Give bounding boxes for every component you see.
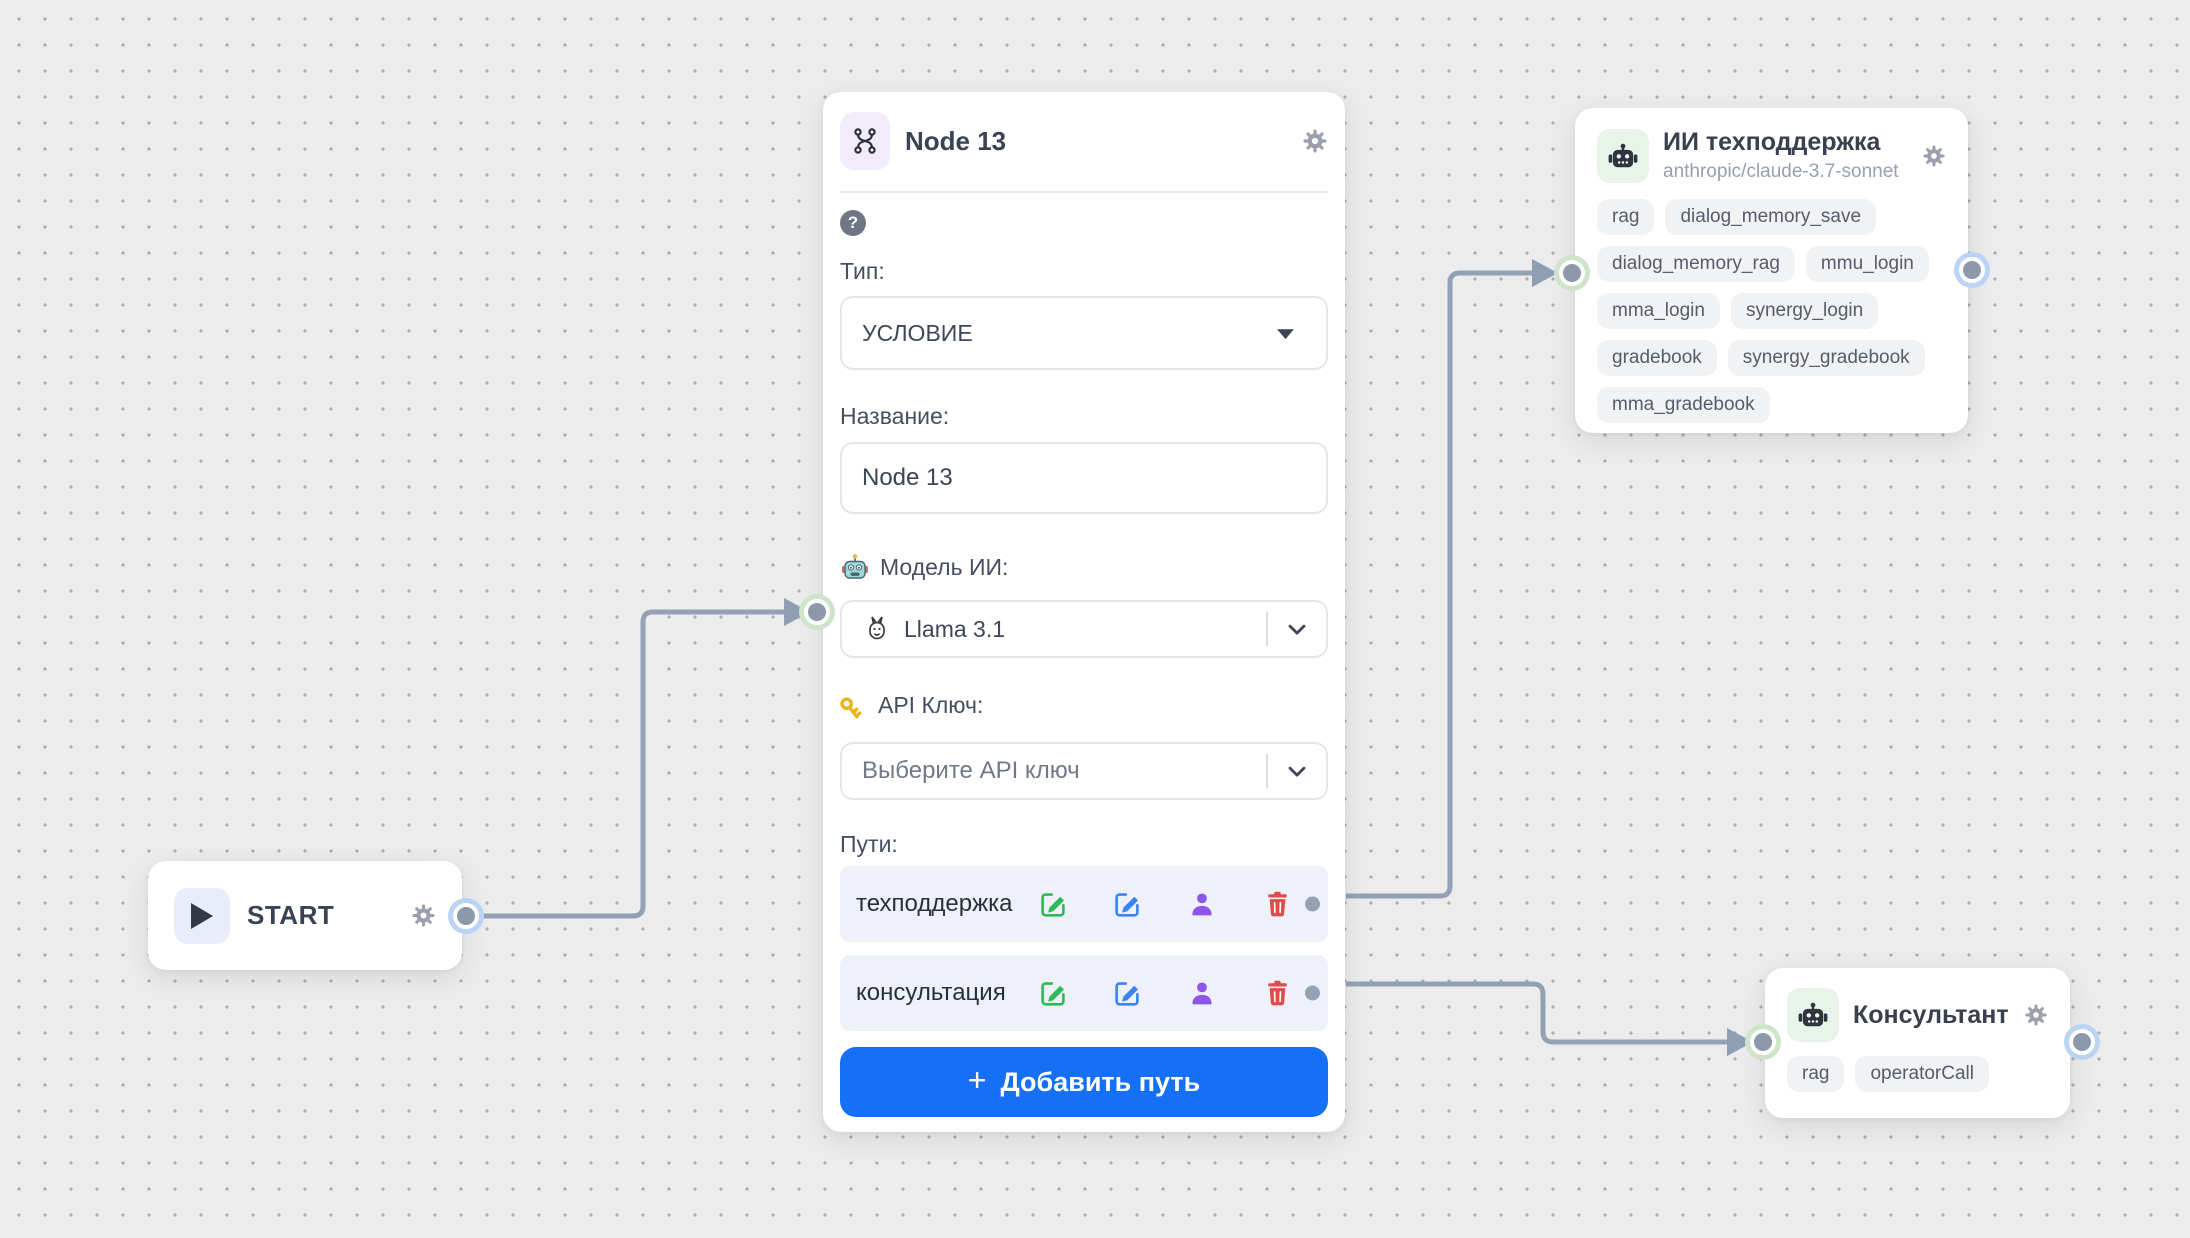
tag: synergy_gradebook: [1727, 340, 1925, 376]
tag: gradebook: [1597, 340, 1717, 376]
gear-icon[interactable]: [2024, 1003, 2048, 1027]
api-key-placeholder: Выберите API ключ: [862, 757, 1080, 784]
gear-icon[interactable]: [411, 903, 436, 928]
trash-icon[interactable]: [1264, 979, 1291, 1007]
edge-node13-to-consultant[interactable]: [1346, 981, 1729, 1045]
path-name: техподдержка: [856, 890, 1013, 917]
trash-icon[interactable]: [1264, 890, 1291, 918]
path-row: консультация: [840, 955, 1328, 1031]
gear-icon[interactable]: [1922, 144, 1946, 168]
api-key-label-text: API Ключ:: [878, 691, 984, 718]
consultant-output-port[interactable]: [2069, 1029, 2095, 1055]
edit-blue-icon[interactable]: [1112, 889, 1142, 919]
consultant-tags: rag operatorCall: [1787, 1056, 2048, 1092]
tag: mma_gradebook: [1597, 387, 1770, 423]
path-output-handle[interactable]: [1305, 985, 1320, 1001]
edge-start-to-node13[interactable]: [466, 609, 786, 919]
caret-down-icon: [1277, 326, 1294, 344]
tag: mma_login: [1597, 293, 1720, 329]
node13-card[interactable]: Node 13 ? Тип: УСЛОВИЕ: [823, 92, 1345, 1132]
select-separator: [1266, 754, 1268, 788]
path-name: консультация: [856, 979, 1006, 1006]
llama-emoji-icon: [862, 614, 892, 644]
paths-label: Пути:: [840, 831, 898, 857]
path-row: техподдержка: [840, 866, 1328, 942]
chevron-down-icon: [1288, 624, 1306, 635]
api-key-label: API Ключ:: [840, 691, 1328, 719]
consultant-node[interactable]: Консультант rag operatorCall: [1765, 968, 2070, 1118]
ai-support-node[interactable]: ИИ техподдержка anthropic/claude-3.7-son…: [1575, 108, 1968, 433]
consultant-input-port[interactable]: [1750, 1029, 1776, 1055]
add-path-button-label: Добавить путь: [1000, 1066, 1201, 1097]
tag: rag: [1787, 1056, 1845, 1092]
tag: operatorCall: [1855, 1056, 1989, 1092]
edit-green-icon[interactable]: [1038, 978, 1068, 1008]
edit-blue-icon[interactable]: [1112, 978, 1142, 1008]
help-icon[interactable]: ?: [840, 210, 866, 236]
plus-icon: +: [967, 1062, 987, 1098]
node13-input-port[interactable]: [804, 599, 830, 625]
select-separator: [1266, 612, 1268, 646]
ai-support-input-port[interactable]: [1559, 260, 1585, 286]
add-path-button[interactable]: + Добавить путь: [840, 1047, 1328, 1117]
ai-support-title: ИИ техподдержка: [1663, 128, 1881, 156]
key-emoji-icon: [840, 691, 868, 719]
person-icon[interactable]: [1188, 979, 1216, 1007]
node13-header: Node 13: [840, 112, 1328, 170]
tag: rag: [1597, 199, 1655, 235]
type-select[interactable]: УСЛОВИЕ: [840, 296, 1328, 370]
start-node[interactable]: START: [148, 861, 462, 970]
edge-node13-to-ai-support[interactable]: [1346, 270, 1534, 899]
workflow-icon: [840, 112, 890, 170]
node13-title: Node 13: [905, 125, 1007, 156]
ai-support-tags: rag dialog_memory_save dialog_memory_rag…: [1597, 199, 1946, 423]
edit-green-icon[interactable]: [1038, 889, 1068, 919]
start-output-port[interactable]: [453, 903, 479, 929]
tag: mmu_login: [1805, 246, 1929, 282]
type-select-value: УСЛОВИЕ: [862, 319, 973, 346]
type-label: Тип:: [840, 258, 885, 284]
tag: dialog_memory_save: [1665, 199, 1877, 235]
consultant-title: Консультант: [1853, 1000, 2009, 1029]
robot-icon: [1597, 128, 1649, 183]
model-label-text: Модель ИИ:: [880, 553, 1009, 580]
consultant-header: Консультант: [1787, 988, 2048, 1042]
path-output-handle[interactable]: [1305, 896, 1320, 912]
ai-support-output-port[interactable]: [1959, 257, 1985, 283]
chevron-down-icon: [1288, 766, 1306, 777]
name-input[interactable]: [840, 442, 1328, 514]
tag: dialog_memory_rag: [1597, 246, 1795, 282]
divider: [840, 191, 1328, 193]
start-node-label: START: [247, 900, 335, 930]
model-select-value: Llama 3.1: [904, 615, 1006, 642]
arrowhead-ai-support: [1532, 259, 1558, 287]
model-label: Модель ИИ:: [840, 552, 1328, 582]
name-label: Название:: [840, 403, 950, 429]
robot-icon: [1787, 988, 1839, 1042]
robot-emoji-icon: [840, 552, 870, 582]
model-select[interactable]: Llama 3.1: [840, 600, 1328, 658]
person-icon[interactable]: [1188, 890, 1216, 918]
gear-icon[interactable]: [1302, 128, 1328, 154]
play-icon: [174, 887, 230, 944]
api-key-select[interactable]: Выберите API ключ: [840, 742, 1328, 800]
ai-support-header: ИИ техподдержка anthropic/claude-3.7-son…: [1597, 128, 1946, 183]
tag: synergy_login: [1730, 293, 1879, 329]
ai-support-model: anthropic/claude-3.7-sonnet: [1663, 161, 1899, 182]
